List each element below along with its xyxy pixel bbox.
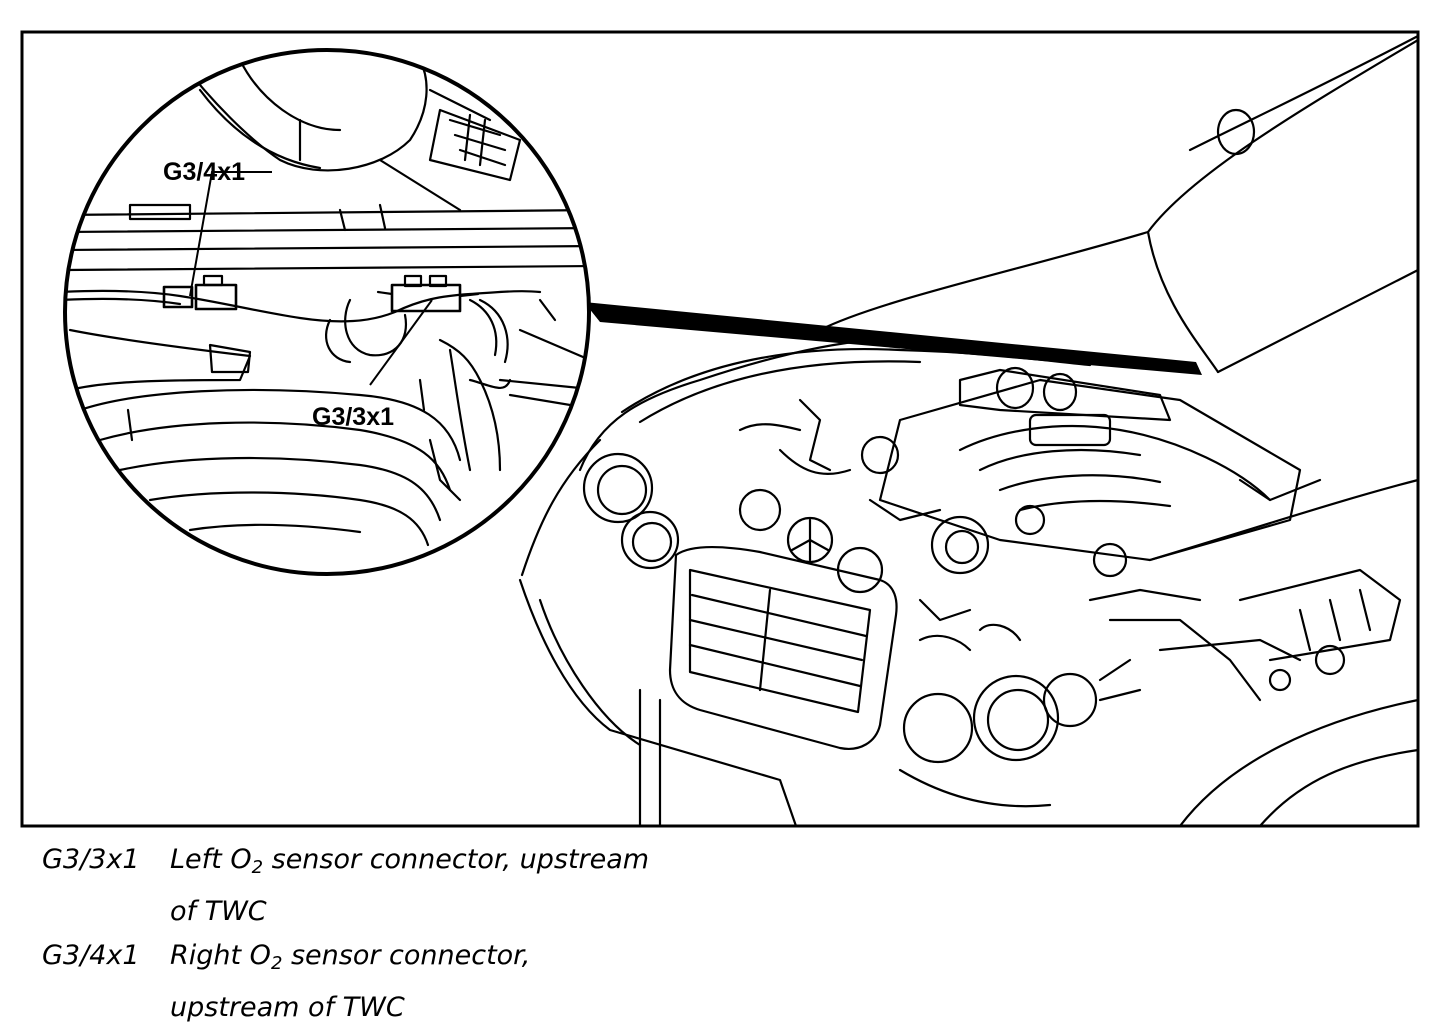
callout-leader-g33x1 xyxy=(369,299,433,386)
callout-label-upper: G3/4x1 xyxy=(163,158,245,186)
legend-code: G3/4x1 xyxy=(42,940,140,971)
detail-magnifier: G3/4x1 G3/3x1 xyxy=(63,48,591,576)
figure-frame xyxy=(20,30,1420,828)
legend-code: G3/3x1 xyxy=(42,844,140,875)
legend-text-line2: upstream of TWC xyxy=(170,992,405,1023)
callout-label-lower: G3/3x1 xyxy=(312,403,394,431)
legend-text: sensor connector, xyxy=(282,940,531,971)
legend-description: Left O2 sensor connector, upstream of TW… xyxy=(170,838,802,934)
callout-leader-g34x1 xyxy=(189,171,272,297)
car-front-drawing xyxy=(518,34,1420,828)
legend-text: Left O xyxy=(170,844,252,875)
legend-subscript: 2 xyxy=(251,857,264,878)
legend-subscript: 2 xyxy=(270,953,283,974)
zoom-leader xyxy=(584,302,1202,375)
legend-text: sensor connector, upstream xyxy=(263,844,650,875)
legend-text-line2: of TWC xyxy=(170,896,267,927)
legend: G3/3x1 Left O2 sensor connector, upstrea… xyxy=(42,838,802,1030)
legend-text: Right O xyxy=(170,940,271,971)
legend-row: G3/3x1 Left O2 sensor connector, upstrea… xyxy=(42,838,802,934)
